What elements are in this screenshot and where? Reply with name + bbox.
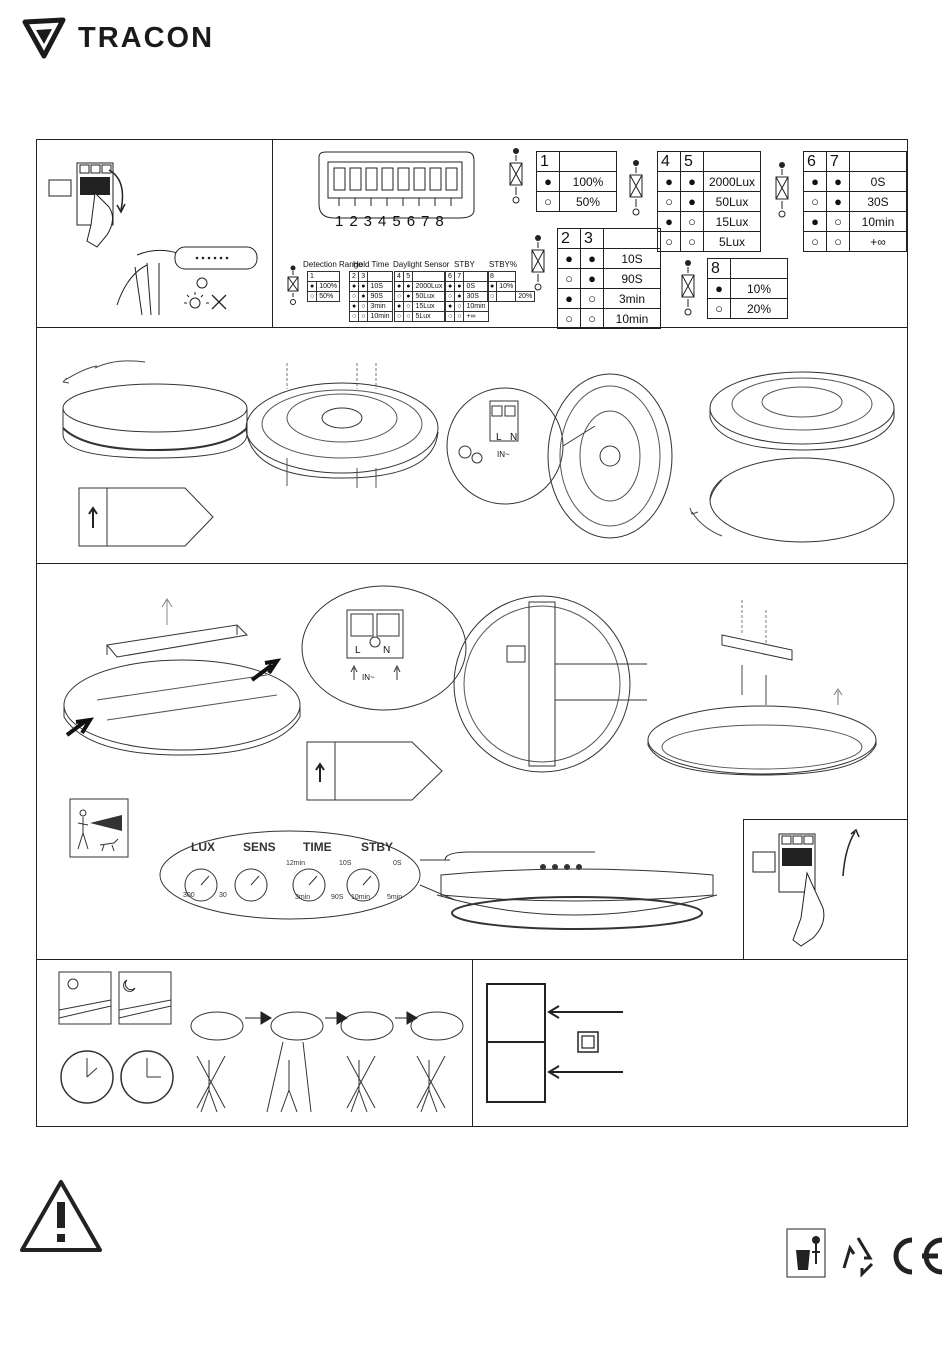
brand-name: TRACON bbox=[78, 22, 215, 54]
terminal-label-in: IN~ bbox=[497, 450, 510, 459]
table-standby-level: 8 ●10% ○20% bbox=[707, 258, 788, 319]
instruction-panel: 12345678 Detection Range 1 ●100% ○50% Ho… bbox=[36, 139, 908, 1127]
knob-sens-label: SENS bbox=[243, 840, 276, 854]
day-night-timer-icons bbox=[58, 971, 174, 1104]
terminal-label-l: L bbox=[496, 432, 502, 443]
knob-stby-b: 10min bbox=[351, 894, 371, 901]
divider bbox=[37, 563, 907, 564]
warning-icon bbox=[20, 1180, 102, 1252]
divider bbox=[37, 327, 907, 328]
dip-switch-numbers: 12345678 bbox=[335, 213, 450, 230]
lamp-base-open-illustration bbox=[453, 595, 647, 773]
terminal-label-in-2: IN~ bbox=[362, 673, 375, 682]
switch-on-off-icon bbox=[629, 160, 643, 216]
installation-surface-diagram bbox=[486, 983, 623, 1103]
mini-label-daylight: Daylight Sensor bbox=[393, 260, 450, 269]
wiring-terminal-zoom-illustration bbox=[446, 373, 673, 539]
switch-on-off-icon bbox=[775, 162, 789, 218]
switch-on-off-icon bbox=[531, 235, 545, 291]
divider bbox=[472, 959, 473, 1127]
knob-time-d: 90S bbox=[331, 894, 344, 901]
motion-sensor-icon bbox=[69, 798, 129, 858]
knob-lux-max: 30 bbox=[219, 892, 227, 899]
recycle-icon bbox=[842, 1237, 874, 1278]
lamp-cover-mount-illustration bbox=[689, 371, 895, 543]
knob-time-c: 3min bbox=[295, 894, 311, 901]
divider bbox=[272, 140, 273, 327]
dip-switch-icon bbox=[318, 151, 475, 219]
mini-table-stby-pct: 8 ●10% ○20% bbox=[486, 271, 536, 302]
step-label-box-icon bbox=[306, 741, 443, 801]
switch-on-off-icon bbox=[681, 260, 695, 316]
mini-label-hold: Hold Time bbox=[353, 260, 390, 269]
terminal-zoom-illustration bbox=[301, 585, 467, 711]
lamp-base-screws-illustration bbox=[245, 363, 439, 488]
knob-time-label: TIME bbox=[303, 840, 332, 854]
mounting-bracket-illustration bbox=[63, 598, 301, 756]
lamp-fixing-illustration bbox=[647, 600, 877, 776]
mini-label-stby-pct: STBY% bbox=[489, 260, 518, 269]
lamp-cover-rotate-illustration bbox=[62, 360, 248, 547]
mini-label-detection: Detection Range bbox=[303, 260, 363, 269]
power-on-box bbox=[743, 819, 908, 960]
knob-lux-min: 300 bbox=[183, 892, 195, 899]
knob-time-a: 12min bbox=[286, 860, 306, 867]
power-on-illustration bbox=[752, 828, 860, 947]
motion-sequence-illustration bbox=[190, 1011, 464, 1113]
knob-stby-a: 0S bbox=[393, 860, 402, 867]
knobs-zoom-illustration bbox=[159, 830, 595, 920]
knob-stby-label: STBY bbox=[361, 840, 394, 854]
knob-lux-label: LUX bbox=[191, 840, 215, 854]
switch-on-off-icon bbox=[509, 148, 523, 204]
brand-logo: TRACON bbox=[22, 16, 252, 60]
terminal-label-n: N bbox=[510, 432, 518, 443]
lamp-side-knobs-illustration bbox=[436, 864, 718, 930]
switch-on-off-icon bbox=[287, 265, 299, 305]
terminal-label-l-2: L bbox=[355, 645, 361, 656]
weee-bin-icon bbox=[786, 1228, 826, 1278]
tracon-logo-icon bbox=[22, 17, 66, 59]
knob-stby-c: 5min bbox=[387, 894, 403, 901]
mini-table-detection: 1 ●100% ○50% bbox=[306, 271, 341, 302]
knob-time-b: 10S bbox=[339, 860, 352, 867]
power-off-illustration bbox=[48, 162, 258, 316]
terminal-label-n-2: N bbox=[383, 645, 391, 656]
mini-label-stby: STBY bbox=[454, 260, 475, 269]
table-detection-range: 1 ●100% ○50% bbox=[536, 151, 617, 212]
ce-mark-icon bbox=[893, 1237, 943, 1275]
